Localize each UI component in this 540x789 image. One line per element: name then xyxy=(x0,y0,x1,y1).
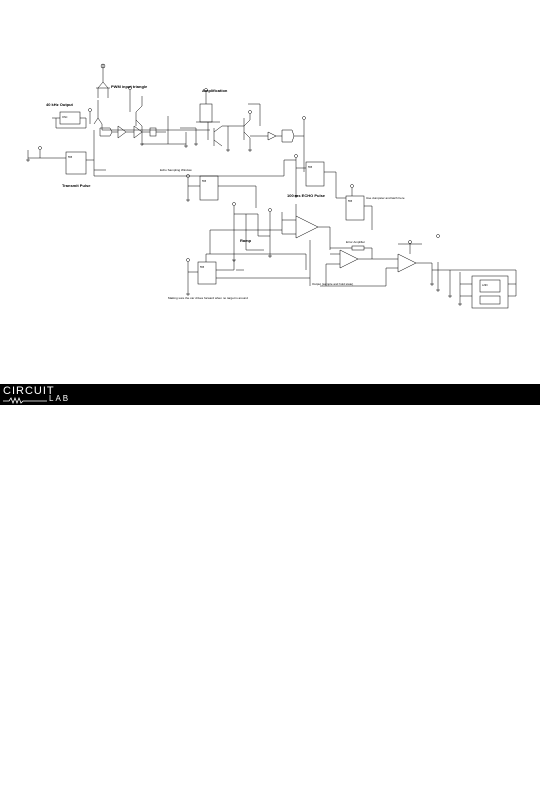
label-error-amplifier: Error Amplifier xyxy=(346,240,366,244)
circuit-schematic: 555 555 555 555 555 L293 OSC xyxy=(26,63,517,309)
svg-text:555: 555 xyxy=(202,180,207,183)
label-sample-hold: Use dumpster and latch here xyxy=(366,196,405,200)
logo-text-circuit: CIRCUIT xyxy=(3,385,55,397)
label-echo-sampling: Echo Sampling Window xyxy=(160,168,192,172)
label-ramp: Ramp xyxy=(240,238,252,243)
circuit-title: ZacharyFong / Lab 14 Final xyxy=(116,769,229,779)
label-transmit-pulse: Transmit Pulse xyxy=(62,183,91,188)
svg-text:555: 555 xyxy=(308,166,313,169)
label-echo-pulse: 100 ms ECHO Pulse xyxy=(287,193,326,198)
logo-text-lab: LAB xyxy=(49,394,71,403)
label-pwm-input: PWM input triangle xyxy=(111,84,148,89)
svg-text:555: 555 xyxy=(68,156,73,159)
svg-text:555: 555 xyxy=(200,266,205,269)
label-output-state: Output (sample and hold state) xyxy=(312,282,354,286)
footer-bar: CIRCUIT LAB ZacharyFong / Lab 14 Final h… xyxy=(0,384,540,789)
waveform-icon xyxy=(3,397,47,404)
label-forward-note: Making sure the car drives forward when … xyxy=(168,296,248,300)
svg-text:L293: L293 xyxy=(482,284,488,287)
label-40khz-output: 40 kHz Output xyxy=(46,102,73,107)
svg-text:555: 555 xyxy=(348,200,353,203)
circuitlab-logo[interactable]: CIRCUIT LAB xyxy=(3,385,93,404)
circuit-url[interactable]: http://circuitlab.com/cfy6pujyqups2 xyxy=(116,779,268,789)
label-amplification: Amplification xyxy=(202,88,228,93)
circuit-name: Lab 14 Final xyxy=(176,769,229,779)
author-link[interactable]: ZacharyFong xyxy=(116,769,170,779)
title-separator: / xyxy=(169,769,177,779)
page: 555 555 555 555 555 L293 OSC PWM input t… xyxy=(0,63,540,789)
svg-text:OSC: OSC xyxy=(62,116,68,119)
